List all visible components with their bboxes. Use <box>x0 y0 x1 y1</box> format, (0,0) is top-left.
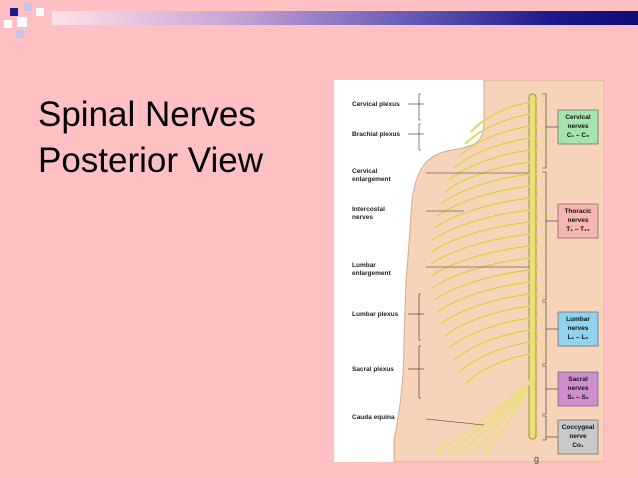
bracket-lumbar <box>542 301 547 365</box>
nerve-branch-outline <box>434 269 532 301</box>
nerve-branch-outline <box>430 233 532 265</box>
box-coccygeal-nerves <box>557 419 599 455</box>
box-lumbar-line-1: Lumbar <box>566 316 590 323</box>
nerve-branch-outline <box>449 149 532 181</box>
box-cervical-line-3: C₁ – C₈ <box>567 132 589 139</box>
slide-title-line-2: Posterior View <box>38 141 264 180</box>
nerve-branch-outline <box>454 137 532 169</box>
nerve-branch-outline <box>431 221 532 253</box>
bracket-lumbar-plexus <box>418 293 421 341</box>
bracket-thoracic <box>542 171 547 301</box>
nerve-branch-outline <box>437 281 532 313</box>
bracket-sacral-plexus <box>418 345 421 399</box>
nerve-branch-outline <box>431 245 532 277</box>
box-cervical-line-2: nerves <box>568 123 589 130</box>
box-thoracic-nerves <box>557 203 599 239</box>
box-cervical-line-1: Cervical <box>565 114 590 121</box>
box-coccygeal-line-2: nerve <box>569 433 587 440</box>
box-thoracic-line-3: T₁ – T₁₂ <box>566 226 590 233</box>
nerve-branch-outline <box>432 257 532 289</box>
label-lumbar-enlargement: enlargement <box>352 270 391 277</box>
label-cervical-enlargement: Cervical <box>352 168 377 175</box>
bracket-coccygeal <box>542 415 547 441</box>
nerve-branch-outline <box>470 101 532 133</box>
nerve-branch-outline <box>434 197 532 229</box>
nerve-branch-outline <box>465 353 532 385</box>
box-thoracic-line-1: Thoracic <box>564 208 591 215</box>
label-cervical-enlargement: enlargement <box>352 176 391 183</box>
slide-title: Spinal Nerves Posterior View <box>38 92 318 184</box>
bracket-sacral <box>542 365 547 415</box>
corner-decoration <box>0 0 48 44</box>
label-intercostal-nerves: nerves <box>352 214 373 221</box>
nerve-branch-outline <box>440 173 532 205</box>
box-sacral-nerves <box>557 371 599 407</box>
nerve-branch-outline <box>440 293 532 325</box>
box-cervical-nerves <box>557 109 599 145</box>
right-boxes: Cervical nerves C₁ – C₈ Thoracic nerves T₁ – … <box>542 93 599 455</box>
leader-cauda-equina <box>425 418 485 426</box>
footer-text: g <box>534 454 540 464</box>
bracket-cervical-plexus <box>418 93 421 121</box>
box-sacral-line-1: Sacral <box>568 376 588 383</box>
bracket-brachial-plexus <box>418 123 421 151</box>
title-gradient-bar <box>52 11 638 25</box>
nerve-branch-outline <box>444 305 532 337</box>
box-coccygeal-line-1: Coccygeal <box>562 424 595 431</box>
label-cauda-equina: Cauda equina <box>352 414 395 421</box>
label-lumbar-plexus: Lumbar plexus <box>352 311 399 318</box>
nerve-branch-outline <box>432 209 532 241</box>
label-sacral-plexus: Sacral plexus <box>352 366 394 373</box>
torso-silhouette <box>393 80 604 462</box>
nerve-branches <box>430 100 549 453</box>
label-brachial-plexus: Brachial plexus <box>352 131 400 138</box>
nerve-branch-outline <box>465 113 532 145</box>
label-lumbar-enlargement: Lumbar <box>352 262 376 269</box>
box-lumbar-line-2: nerves <box>568 325 589 332</box>
box-sacral-line-3: S₁ – S₅ <box>567 394 589 401</box>
nerve-branch-outline <box>459 125 532 157</box>
box-sacral-line-2: nerves <box>568 385 589 392</box>
label-intercostal-nerves: Intercostal <box>352 206 385 213</box>
box-lumbar-line-3: L₁ – L₅ <box>568 334 589 341</box>
nerve-branch-outline <box>459 341 532 373</box>
box-lumbar-nerves <box>557 311 599 347</box>
nerve-branch-outline <box>454 329 532 361</box>
nerve-branch-outline <box>449 317 532 349</box>
box-coccygeal-line-3: Co₁ <box>572 442 584 449</box>
cauda-strand <box>435 379 535 453</box>
bracket-cervical <box>542 93 547 169</box>
spinal-cord <box>528 93 537 440</box>
nerve-branch-outline <box>437 185 532 217</box>
slide-title-line-1: Spinal Nerves <box>38 95 256 134</box>
label-cervical-plexus: Cervical plexus <box>352 101 400 108</box>
box-thoracic-line-2: nerves <box>568 217 589 224</box>
